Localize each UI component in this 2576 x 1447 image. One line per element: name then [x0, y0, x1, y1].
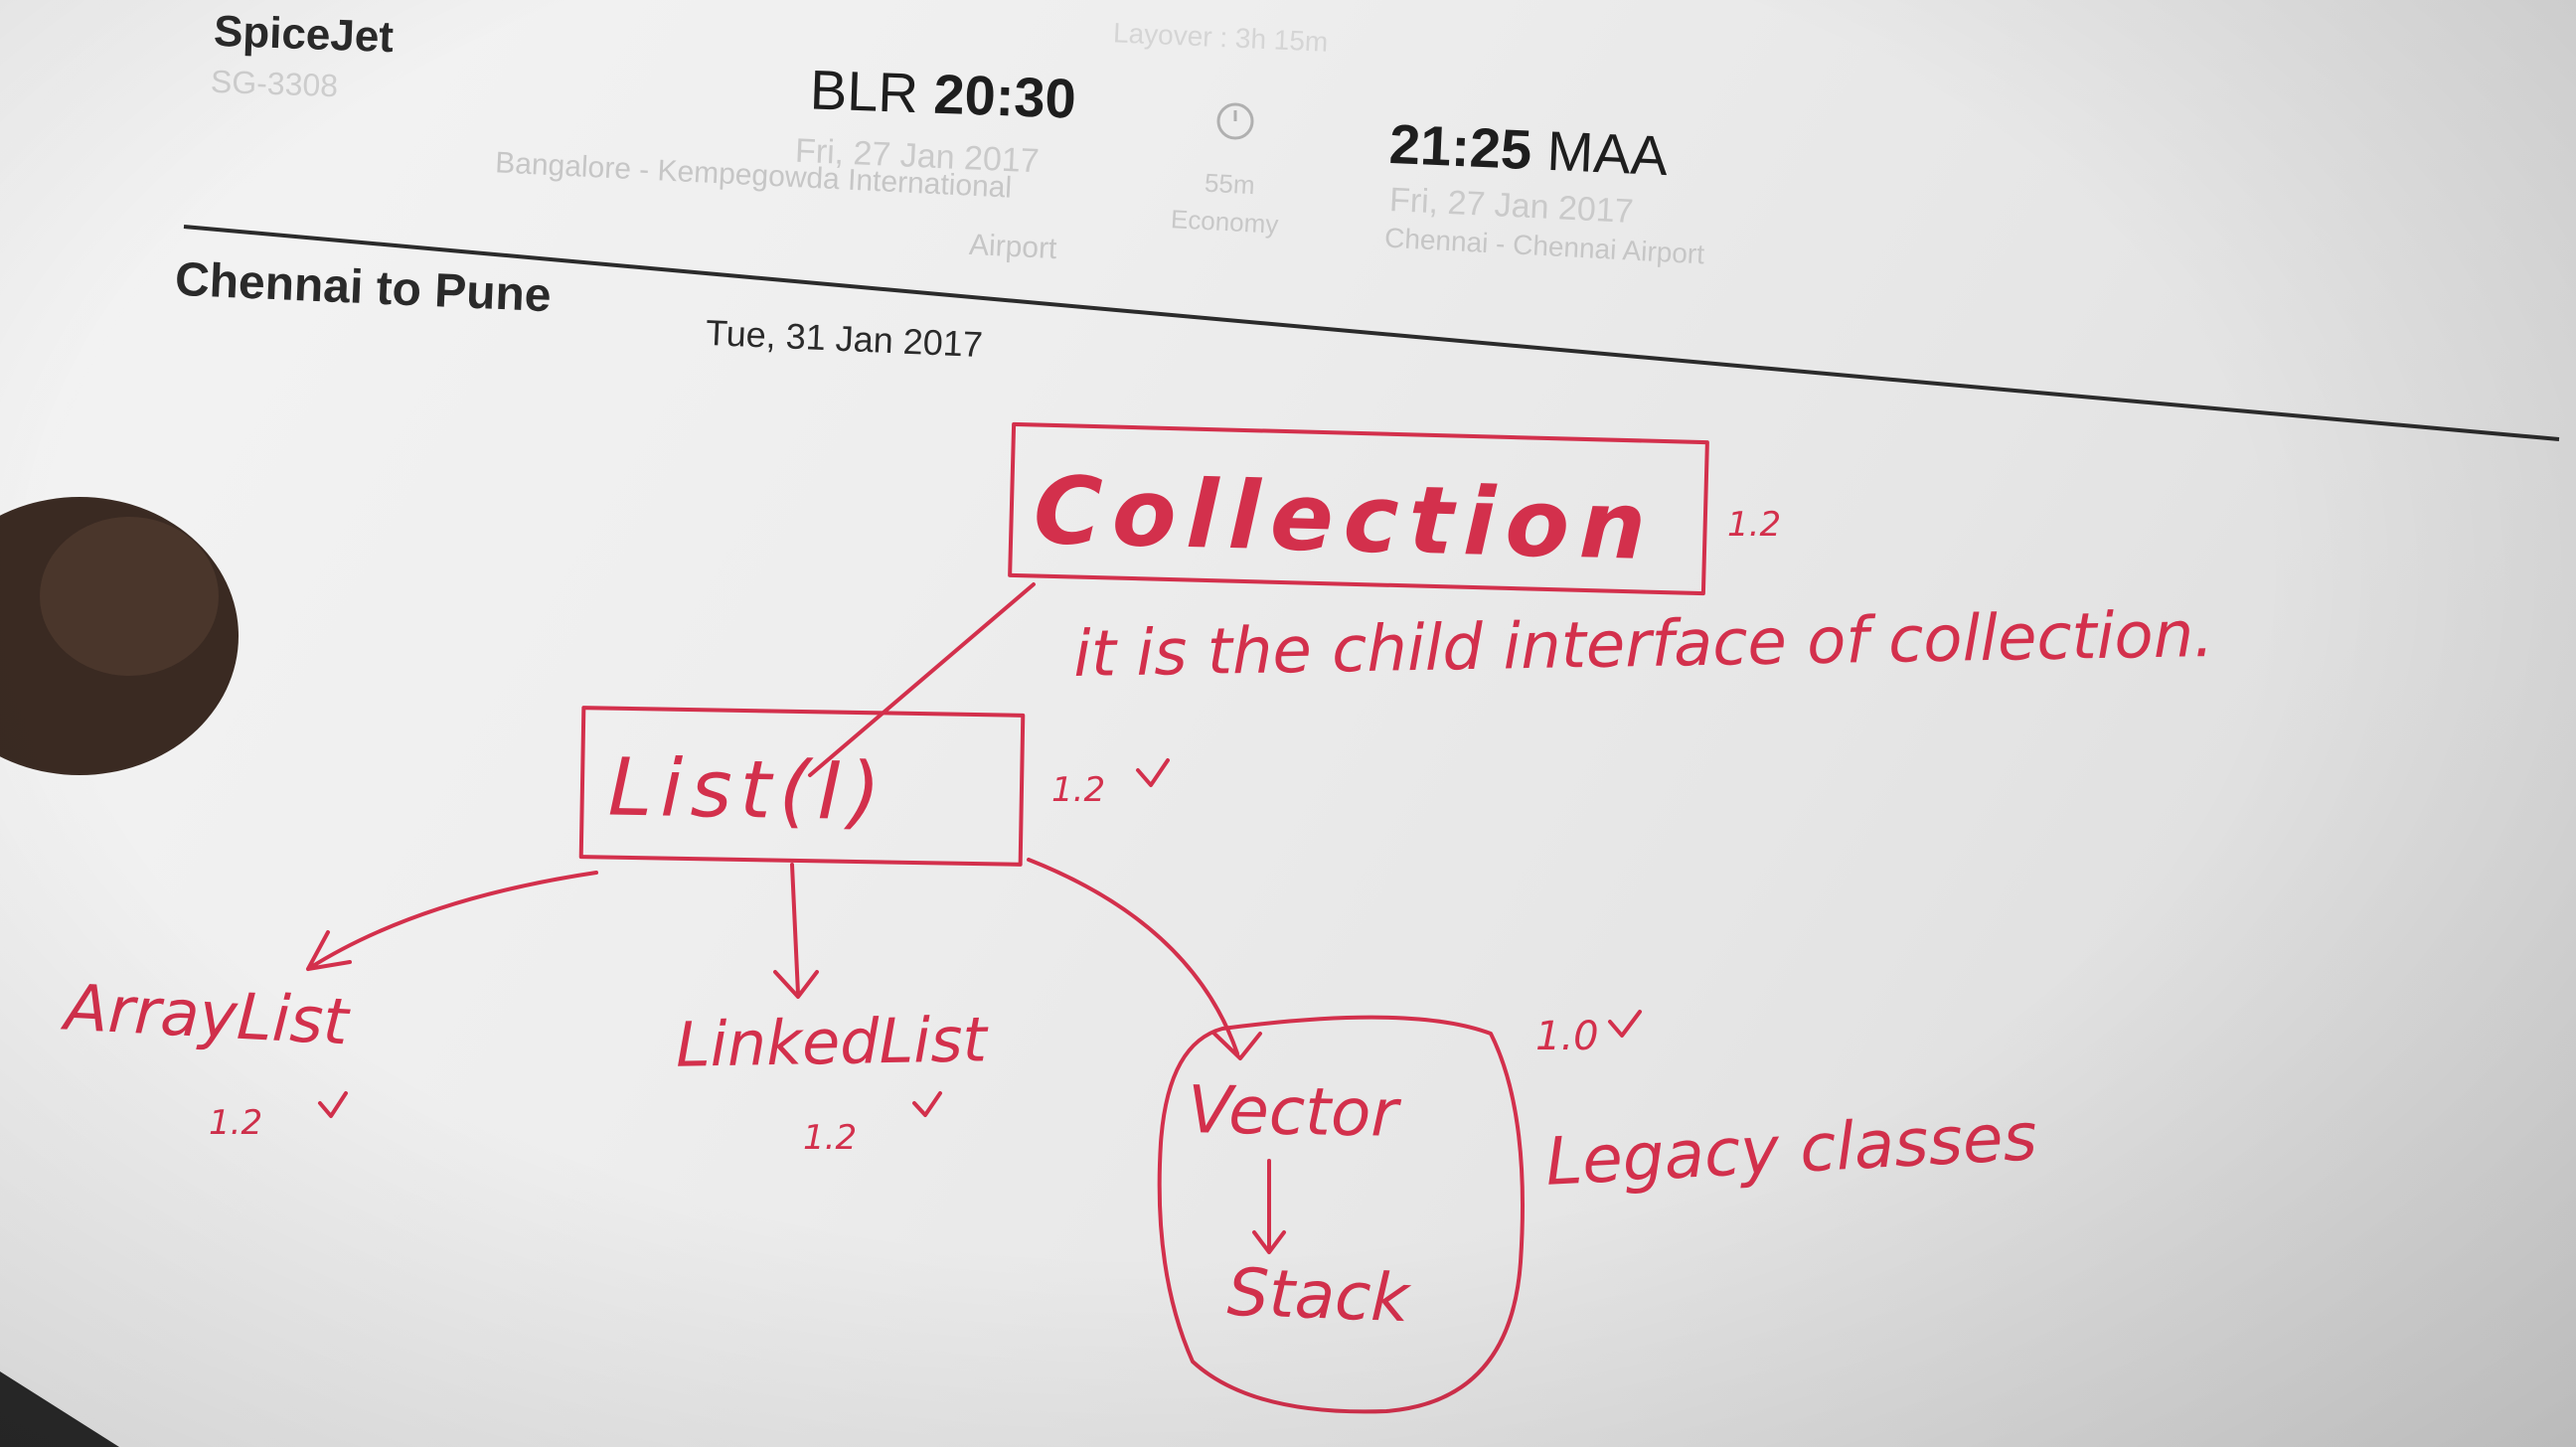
arrow-to-vector: [1027, 858, 1262, 1060]
collection-version: 1.2: [1727, 505, 1782, 545]
list-box: [578, 706, 1026, 867]
linkedlist-version: 1.2: [803, 1118, 858, 1158]
vector-check-mark: [1608, 1010, 1642, 1038]
departure-code-time: BLR 20:30: [809, 57, 1077, 130]
collection-list-link: [808, 582, 1036, 777]
list-label: List(I): [607, 740, 889, 839]
hand-shadow: [0, 1371, 119, 1447]
arrow-to-linkedlist: [773, 863, 819, 999]
list-check-mark: [1136, 758, 1170, 787]
collection-label: Collection: [1032, 456, 1658, 582]
departure-airport-line2: Airport: [968, 228, 1058, 266]
departure-code: BLR: [808, 58, 920, 125]
departure-time: 20:30: [932, 62, 1077, 130]
arraylist-version: 1.2: [209, 1103, 263, 1143]
vector-label: Vector: [1187, 1071, 1399, 1152]
legacy-box: [1157, 1015, 1525, 1414]
flight-number: SG-3308: [210, 63, 339, 104]
duration: 55m: [1204, 167, 1256, 201]
clock-icon: [1216, 102, 1254, 140]
arrow-to-arraylist: [306, 871, 598, 971]
arrival-time: 21:25: [1387, 111, 1533, 182]
stack-label: Stack: [1225, 1253, 1411, 1338]
collection-box: [1008, 421, 1709, 596]
arrival-time-code: 21:25 MAA: [1388, 111, 1670, 188]
arraylist-label: ArrayList: [63, 971, 351, 1060]
cabin-class: Economy: [1170, 204, 1280, 240]
list-version: 1.2: [1051, 770, 1106, 810]
linkedlist-label: LinkedList: [675, 1003, 988, 1081]
arrival-code: MAA: [1545, 118, 1670, 188]
arrow-vector-to-stack: [1252, 1159, 1286, 1254]
linkedlist-check-mark: [912, 1091, 942, 1117]
vector-version: 1.0: [1535, 1014, 1599, 1059]
ticket-divider-line: [183, 225, 2560, 441]
arraylist-check-mark: [318, 1091, 348, 1118]
airline-name: SpiceJet: [213, 6, 395, 63]
